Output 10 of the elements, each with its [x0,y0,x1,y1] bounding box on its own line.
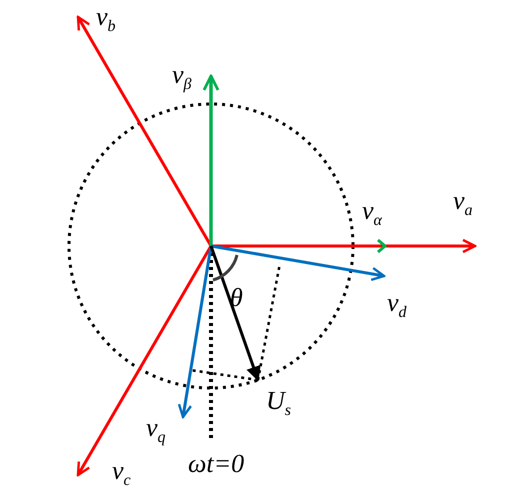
axis-label: v$_{a}$ [453,188,473,220]
axis-label: v$_{α}$ [362,198,382,230]
axis-label: v$_{q}$ [146,415,166,446]
vector-label: U$_{s}$ [266,388,292,420]
reference-label: ωt=0 [188,451,244,477]
axis-label: v$_{d}$ [387,290,407,322]
axis-label: v$_{b}$ [96,4,116,36]
angle-label: θ [230,285,243,311]
axis-label: v$_{c}$ [112,458,131,490]
axis-label: v$_{β}$ [172,62,192,94]
